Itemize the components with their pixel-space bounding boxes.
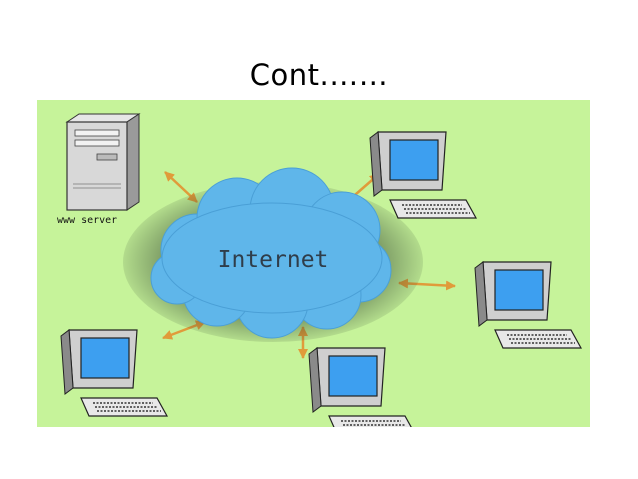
- computer-top-right-icon: [369, 131, 477, 219]
- computer-bottom-center-icon: [308, 347, 416, 427]
- server-tower-icon: [65, 113, 141, 211]
- server-label: www server: [57, 215, 118, 226]
- slide-title: Cont.……: [249, 58, 389, 92]
- computer-bottom-left-icon: [60, 329, 168, 417]
- network-diagram: Internet: [60, 113, 582, 427]
- internet-cloud-icon: [150, 167, 392, 339]
- cloud-label: Internet: [218, 247, 329, 273]
- computer-right-icon: [474, 261, 582, 349]
- network-diagram-panel: Internet: [37, 100, 590, 427]
